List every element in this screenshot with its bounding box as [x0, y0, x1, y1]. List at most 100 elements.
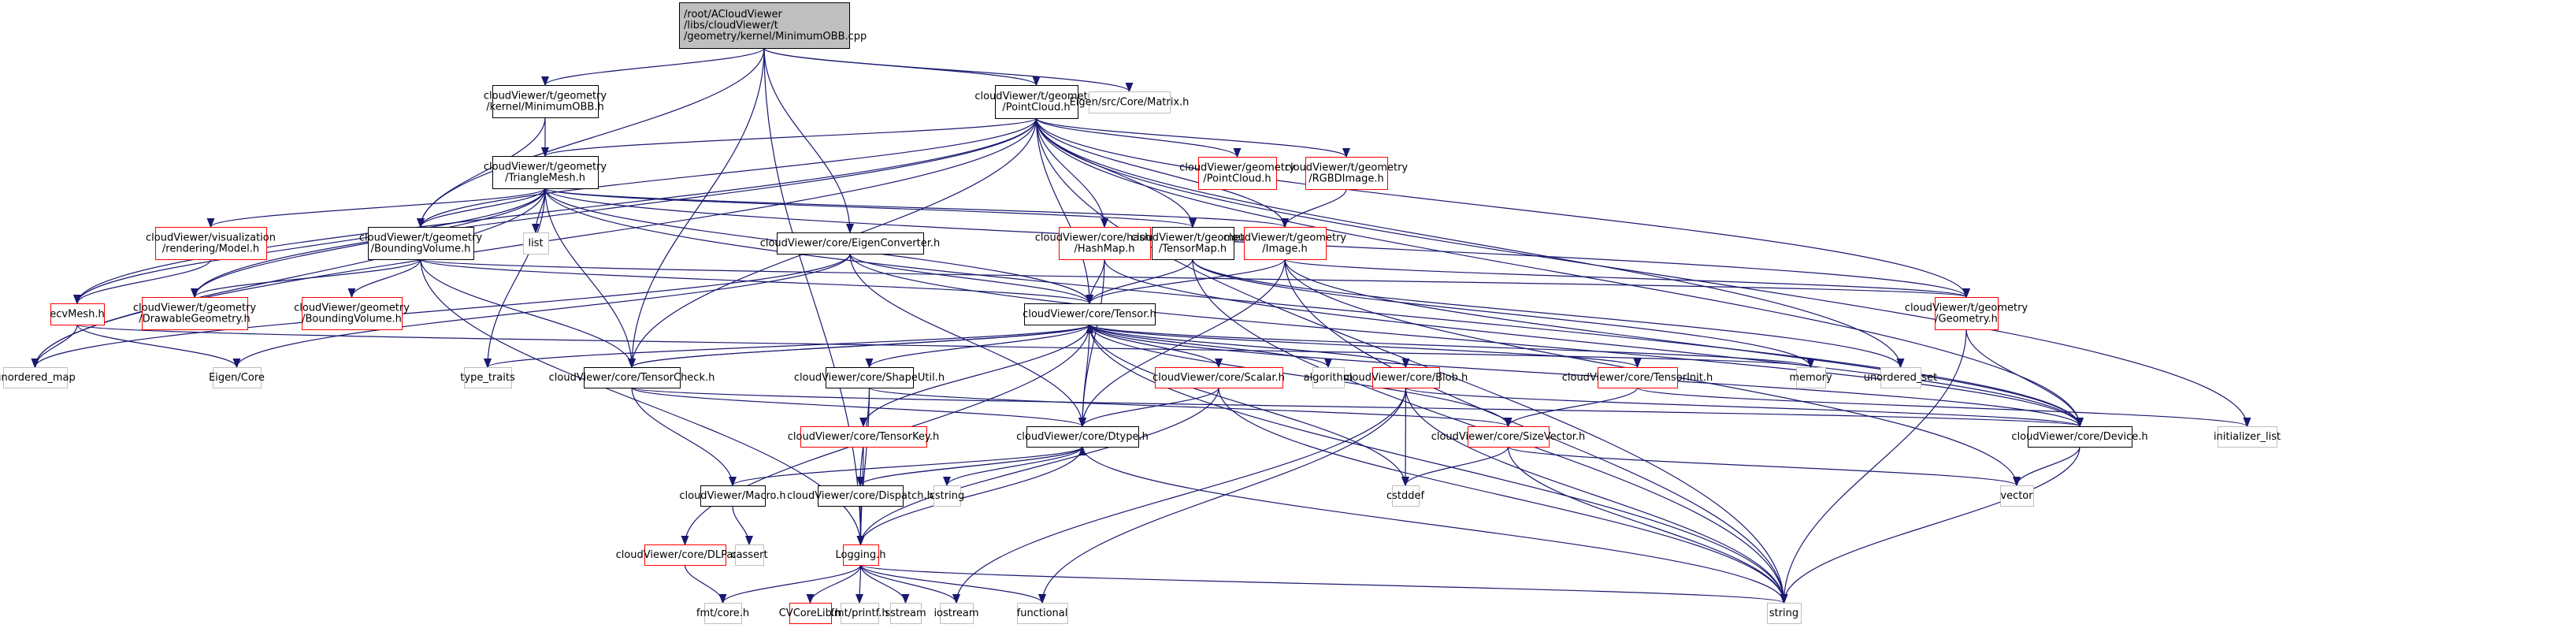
node-tpointcloud[interactable]: cloudViewer/t/geometry/PointCloud.h	[974, 85, 1098, 119]
node-label: /kernel/MinimumOBB.h	[486, 102, 603, 113]
node-eigenconverter[interactable]: cloudViewer/core/EigenConverter.h	[760, 232, 941, 255]
edge-tensor-to-type_traits	[488, 324, 1090, 368]
edge-eigenconverter-to-unordered_map	[35, 253, 851, 368]
node-label: cloudViewer/core/hashmap	[1035, 232, 1174, 244]
node-box	[1880, 367, 1921, 388]
node-box	[841, 603, 879, 624]
node-tgeometry[interactable]: cloudViewer/t/geometry/Geometry.h	[1905, 297, 2029, 330]
edge-sizevector-to-vector	[1507, 446, 2017, 486]
node-dispatch[interactable]: cloudViewer/core/Dispatch.h	[787, 485, 934, 507]
edge-trianglemesh-to-device	[544, 188, 2080, 426]
edge-tpointcloud-to-boundingvolume_t	[421, 117, 1037, 228]
node-box	[704, 603, 742, 624]
edge-tpointcloud-to-ecvmesh	[77, 117, 1037, 303]
edge-tensor-to-blob	[1089, 324, 1406, 368]
node-label: initializer_list	[2214, 431, 2281, 443]
node-rgbdimage[interactable]: cloudViewer/t/geometry/RGBDImage.h	[1285, 157, 1409, 190]
node-geom_pointcloud[interactable]: cloudViewer/geometry/PointCloud.h	[1179, 157, 1295, 190]
node-box	[142, 297, 248, 330]
edge-tensorinit-to-initializer_list	[1636, 387, 2248, 427]
edge-root-to-tensorcheck	[632, 47, 765, 367]
node-label: cloudViewer/core/SizeVector.h	[1431, 431, 1586, 443]
node-root[interactable]: /root/ACloudViewer/libs/cloudViewer/t/ge…	[679, 2, 867, 49]
node-box	[50, 303, 105, 325]
node-label: /TensorMap.h	[1159, 243, 1227, 255]
node-label: Eigen/Core	[209, 372, 265, 384]
node-label: cloudViewer/t/geometry	[484, 162, 607, 173]
edge-boundingvolume_t-to-boundingvolume_g	[352, 258, 421, 298]
node-label: /rendering/Model.h	[162, 243, 259, 255]
node-cvcorelib[interactable]: CVCoreLib.h	[779, 603, 842, 624]
edge-rgbdimage-to-image	[1285, 188, 1347, 228]
node-box	[302, 297, 403, 330]
edge-trianglemesh-to-tensormap	[544, 188, 1193, 228]
node-logging[interactable]: Logging.h	[836, 544, 886, 566]
node-device[interactable]: cloudViewer/core/Device.h	[2011, 426, 2148, 448]
node-dlpack[interactable]: cloudViewer/core/DLPack.h	[616, 544, 755, 566]
node-label: /RGBDImage.h	[1308, 173, 1384, 185]
node-trianglemesh[interactable]: cloudViewer/t/geometry/TriangleMesh.h	[484, 156, 607, 189]
node-unordered_map: unordered_map	[0, 367, 76, 388]
edge-tensorcheck-to-dtype	[631, 387, 1082, 427]
edge-tpointcloud-to-drawable	[195, 117, 1037, 297]
node-minobb_h[interactable]: cloudViewer/t/geometry/kernel/MinimumOBB…	[484, 85, 607, 118]
node-image[interactable]: cloudViewer/t/geometry/Image.h	[1223, 227, 1347, 260]
node-label: cloudViewer/core/Dispatch.h	[787, 490, 934, 502]
node-label: /PointCloud.h	[1002, 102, 1070, 113]
node-blob[interactable]: cloudViewer/core/Blob.h	[1344, 367, 1468, 388]
node-tensorinit[interactable]: cloudViewer/core/TensorInit.h	[1562, 367, 1713, 388]
node-hashmap[interactable]: cloudViewer/core/hashmap/HashMap.h	[1035, 227, 1174, 260]
edge-device-to-string	[1784, 446, 2080, 603]
node-box	[1017, 603, 1068, 624]
node-tensor[interactable]: cloudViewer/core/Tensor.h	[1023, 303, 1156, 325]
node-label: type_traits	[460, 372, 515, 384]
edge-tensormap-to-memory	[1192, 258, 1811, 368]
node-label: cloudViewer/core/Tensor.h	[1023, 309, 1156, 321]
node-label: /Geometry.h	[1935, 314, 1998, 325]
node-label: Logging.h	[836, 549, 886, 561]
node-box	[826, 367, 914, 388]
node-drawable[interactable]: cloudViewer/t/geometry/DrawableGeometry.…	[133, 297, 257, 330]
node-label: cloudViewer/core/Dtype.h	[1016, 431, 1149, 443]
edge-macro-to-cassert	[732, 505, 749, 545]
node-label: CVCoreLib.h	[779, 608, 842, 619]
node-tensormap[interactable]: cloudViewer/t/geometry/TensorMap.h	[1131, 227, 1255, 260]
node-label: cloudViewer/t/geometry	[359, 232, 483, 244]
edge-root-to-boundingvolume_t	[421, 47, 765, 227]
node-string: string	[1767, 603, 1802, 624]
edge-logging-to-fmt_printf	[859, 564, 861, 603]
node-label: cloudViewer/t/geometry	[1285, 162, 1409, 174]
node-macro[interactable]: cloudViewer/Macro.h	[679, 485, 786, 507]
node-box	[1392, 485, 1420, 507]
node-label: /PointCloud.h	[1203, 173, 1271, 185]
edge-tensor-to-scalar	[1089, 324, 1219, 368]
node-fmt_printf: fmt/printf.h	[830, 603, 889, 624]
node-label: sstream	[885, 608, 926, 619]
node-box	[1026, 426, 1139, 448]
edge-logging-to-iostream	[859, 564, 957, 604]
node-box	[3, 367, 68, 388]
node-shapeutil[interactable]: cloudViewer/core/ShapeUtil.h	[794, 367, 945, 388]
edge-minobb_h-to-boundingvolume_t	[421, 117, 546, 227]
node-tensorcheck[interactable]: cloudViewer/core/TensorCheck.h	[549, 367, 715, 388]
node-boundingvolume_t[interactable]: cloudViewer/t/geometry/BoundingVolume.h	[359, 227, 483, 260]
edge-tpointcloud-to-trianglemesh	[545, 117, 1037, 157]
node-dtype[interactable]: cloudViewer/core/Dtype.h	[1016, 426, 1149, 448]
node-box	[890, 603, 922, 624]
node-label: memory	[1789, 372, 1832, 384]
node-boundingvolume_g[interactable]: cloudViewer/geometry/BoundingVolume.h	[294, 297, 410, 330]
node-ecvmesh[interactable]: ecvMesh.h	[50, 303, 105, 325]
node-model[interactable]: cloudViewer/visualization/rendering/Mode…	[146, 227, 276, 260]
node-tensorkey[interactable]: cloudViewer/core/TensorKey.h	[788, 426, 939, 448]
edge-tpointcloud-to-tgeometry	[1035, 117, 1967, 297]
node-scalar[interactable]: cloudViewer/core/Scalar.h	[1153, 367, 1285, 388]
edge-dlpack-to-fmt_core	[684, 564, 723, 604]
node-label: Eigen/src/Core/Matrix.h	[1070, 97, 1190, 109]
node-sizevector[interactable]: cloudViewer/core/SizeVector.h	[1431, 426, 1586, 448]
node-box	[679, 2, 850, 49]
node-label: /geometry/kernel/MinimumOBB.cpp	[684, 31, 867, 43]
node-label: cloudViewer/t/geometry	[1905, 303, 2029, 314]
edge-tensor-to-sizevector	[1089, 324, 1509, 427]
node-label: unordered_map	[0, 372, 76, 384]
node-label: cloudViewer/geometry	[294, 303, 410, 314]
